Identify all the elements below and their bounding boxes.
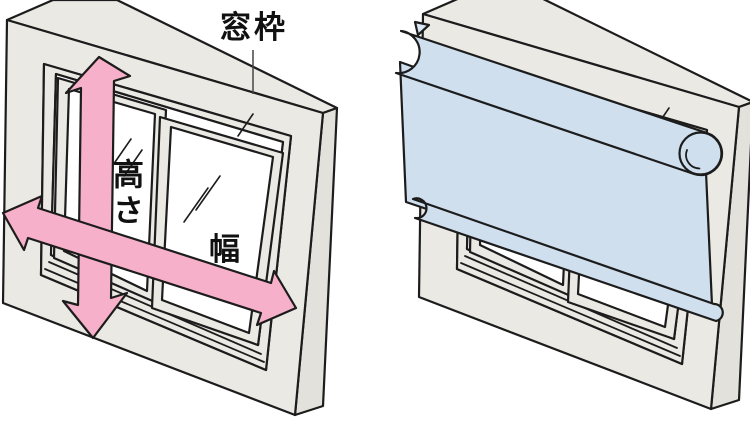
- width-label: 幅: [209, 232, 240, 267]
- window-left: [1, 0, 339, 417]
- height-label: 高さ: [108, 158, 143, 230]
- blind-bottom-bar: [411, 197, 724, 323]
- width-arrow: [1, 194, 298, 327]
- height-arrow: [61, 55, 132, 340]
- roller-end-spiral: [685, 149, 701, 170]
- frame-label: 窓枠: [220, 10, 288, 45]
- roller-bracket-corner: [413, 20, 431, 37]
